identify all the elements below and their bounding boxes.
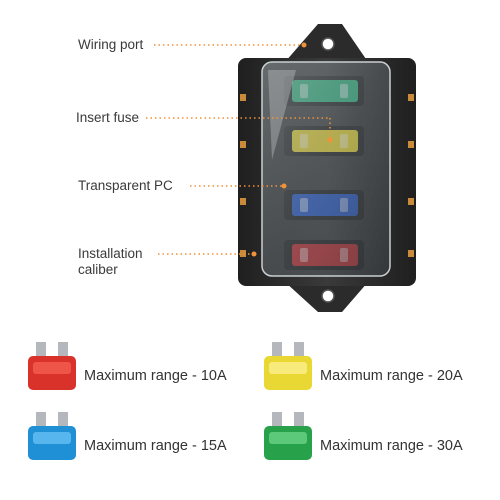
wiring-port-label: Wiring port bbox=[78, 37, 144, 52]
installation-label-line2: caliber bbox=[78, 262, 118, 277]
lid-reflection bbox=[268, 70, 296, 160]
red-10a-fuse-icon bbox=[28, 342, 76, 390]
blue-15a-fuse-icon bbox=[28, 412, 76, 460]
green-30a-fuse-icon bbox=[264, 412, 312, 460]
transparent-pc-label: Transparent PC bbox=[78, 178, 173, 193]
callout-dots bbox=[251, 42, 333, 257]
top-mount-hole bbox=[321, 37, 335, 51]
callout-leaders bbox=[146, 44, 331, 255]
legend-label-30a: Maximum range - 30A bbox=[320, 438, 463, 454]
legend-label-15a: Maximum range - 15A bbox=[84, 438, 227, 454]
legend-label-20a: Maximum range - 20A bbox=[320, 368, 463, 384]
installation-label-line1: Installation bbox=[78, 246, 143, 261]
legend-label-10a: Maximum range - 10A bbox=[84, 368, 227, 384]
fuse-legend-icons bbox=[28, 342, 312, 460]
yellow-20a-fuse-icon bbox=[264, 342, 312, 390]
insert-fuse-label: Insert fuse bbox=[76, 110, 140, 125]
side-terminals bbox=[240, 94, 414, 257]
bottom-mount-hole bbox=[321, 289, 335, 303]
transparent-pc-lid bbox=[261, 61, 391, 277]
